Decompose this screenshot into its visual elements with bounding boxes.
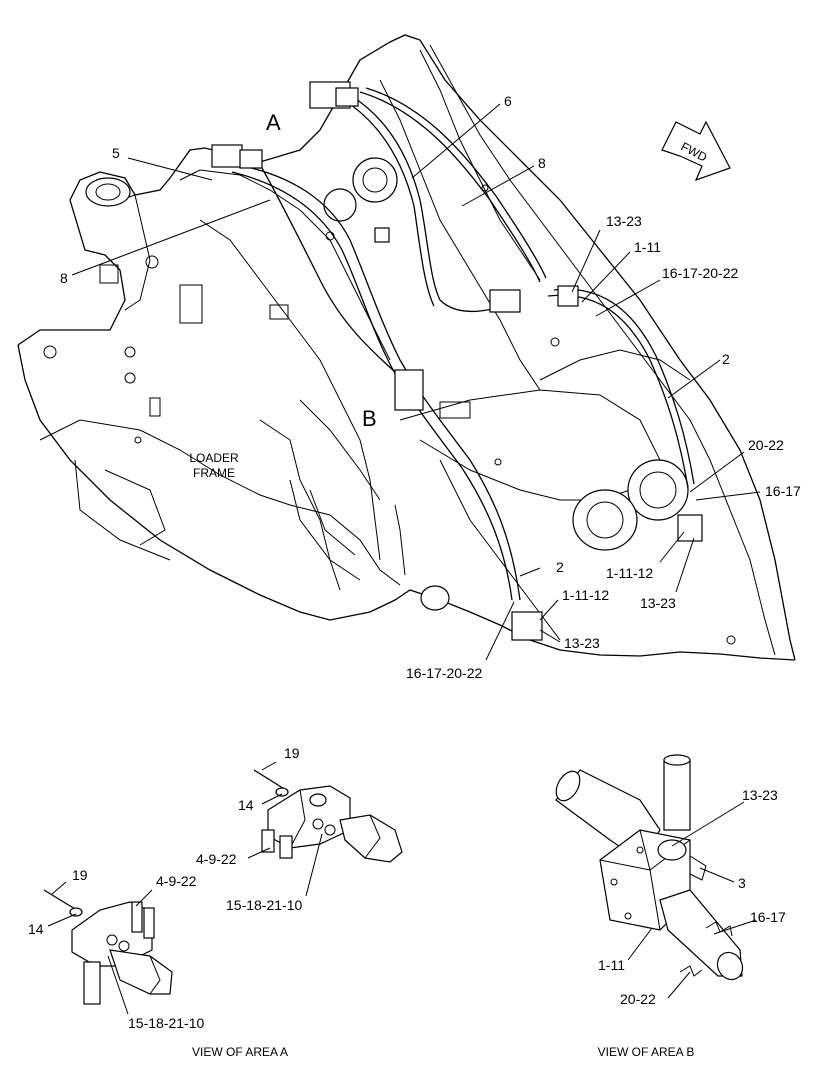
callout-16-17-20-22-lower: 16-17-20-22 bbox=[406, 665, 482, 681]
view-area-a-leaders bbox=[47, 761, 323, 1015]
callout-area-a: A bbox=[266, 110, 281, 135]
view-a-callout-19-upper: 19 bbox=[284, 745, 300, 761]
view-b-callout-16-17: 16-17 bbox=[750, 909, 786, 925]
callout-20-22-right: 20-22 bbox=[748, 437, 784, 453]
view-a-callout-15-18-21-10-lower: 15-18-21-10 bbox=[128, 1015, 204, 1031]
callout-1-11-12-lower: 1-11-12 bbox=[562, 587, 609, 603]
callout-2-right: 2 bbox=[722, 351, 730, 367]
fittings bbox=[211, 81, 703, 641]
callout-13-23-top: 13-23 bbox=[606, 213, 642, 229]
fwd-arrow: FWD bbox=[661, 120, 731, 182]
view-a-caption: VIEW OF AREA A bbox=[192, 1045, 288, 1059]
callout-area-b: B bbox=[362, 406, 377, 431]
view-a-callout-15-18-21-10-upper: 15-18-21-10 bbox=[226, 897, 302, 913]
hose-lines bbox=[231, 87, 695, 601]
callout-13-23-right: 13-23 bbox=[640, 595, 676, 611]
loader-frame-label-line1: LOADER bbox=[189, 451, 239, 465]
view-a-callout-4-9-22-lower: 4-9-22 bbox=[156, 873, 197, 889]
view-b-callout-13-23: 13-23 bbox=[742, 787, 778, 803]
view-area-a-drawing bbox=[43, 769, 403, 1005]
callout-8-top: 8 bbox=[538, 155, 546, 171]
view-a-callout-14-lower: 14 bbox=[28, 921, 44, 937]
loader-frame-label-line2: FRAME bbox=[193, 466, 235, 480]
callout-1-11-12-right: 1-11-12 bbox=[606, 565, 653, 581]
view-area-b-leaders bbox=[627, 801, 757, 999]
view-a-callout-19-lower: 19 bbox=[72, 867, 88, 883]
callout-2-lower: 2 bbox=[556, 559, 564, 575]
view-a-callout-14-upper: 14 bbox=[238, 797, 254, 813]
view-b-callout-1-11: 1-11 bbox=[598, 957, 625, 973]
callout-1-11-top: 1-11 bbox=[634, 239, 661, 255]
callout-8-left: 8 bbox=[60, 270, 68, 286]
leader-lines bbox=[71, 103, 761, 661]
callout-16-17-20-22-top: 16-17-20-22 bbox=[662, 265, 738, 281]
view-b-caption: VIEW OF AREA B bbox=[598, 1045, 695, 1059]
view-area-b-drawing bbox=[555, 754, 744, 981]
callout-6: 6 bbox=[504, 93, 512, 109]
loader-frame-drawing bbox=[17, 34, 796, 661]
view-b-callout-20-22: 20-22 bbox=[620, 991, 656, 1007]
callout-13-23-lower: 13-23 bbox=[564, 635, 600, 651]
callout-5: 5 bbox=[112, 145, 120, 161]
view-b-callout-3: 3 bbox=[738, 875, 746, 891]
callout-16-17-right: 16-17 bbox=[765, 483, 801, 499]
view-a-callout-4-9-22-upper: 4-9-22 bbox=[196, 851, 237, 867]
